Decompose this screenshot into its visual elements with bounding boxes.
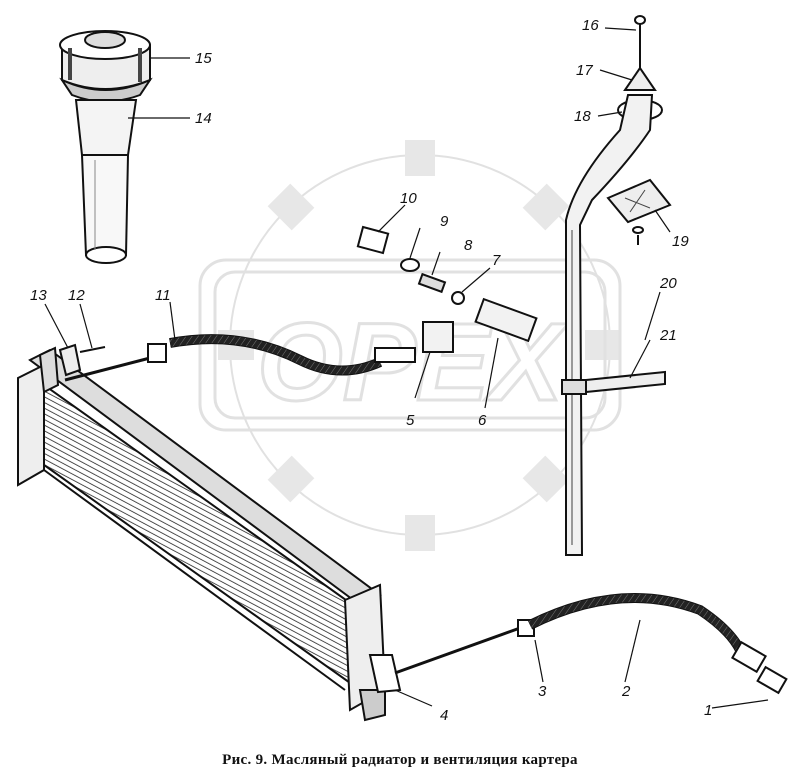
callout-5: 5 — [406, 412, 415, 429]
washer-part-9 — [400, 258, 420, 272]
callout-12: 12 — [68, 287, 85, 304]
bracket-part-21 — [585, 370, 666, 394]
breather-filter — [59, 30, 153, 264]
ball-part-7 — [451, 291, 465, 305]
callout-8: 8 — [464, 237, 473, 254]
callout-19: 19 — [672, 233, 689, 250]
gasket-plate-part-19 — [606, 178, 672, 224]
callout-3: 3 — [538, 683, 547, 700]
spring-part-8 — [417, 272, 447, 294]
callout-10: 10 — [400, 190, 417, 207]
valve-body-part-5 — [422, 321, 454, 353]
dipstick-tube-part-20 — [565, 94, 654, 556]
callout-15: 15 — [195, 50, 212, 67]
flexible-hose-part-2 — [528, 594, 744, 652]
callout-9: 9 — [440, 213, 449, 230]
filter-pipe-part-14 — [74, 99, 138, 156]
tube-clamp-part-21 — [561, 379, 587, 395]
dipstick-cap-part-17 — [623, 66, 657, 91]
callout-21: 21 — [659, 327, 677, 344]
lower-oil-line — [394, 593, 788, 695]
callout-16: 16 — [582, 17, 599, 34]
flexible-hose-part-11 — [169, 335, 382, 375]
oil-cooler-radiator — [17, 346, 402, 722]
callout-13: 13 — [30, 287, 47, 304]
plug-part-10 — [356, 225, 390, 255]
callout-20: 20 — [659, 275, 677, 292]
dipstick-assembly — [561, 15, 672, 556]
leader-lines — [44, 27, 769, 709]
callout-17: 17 — [576, 62, 593, 79]
callout-18: 18 — [574, 108, 591, 125]
callout-labels: 1 2 3 4 5 6 7 8 9 10 11 12 13 14 15 16 1… — [30, 17, 712, 724]
bracket-part-13 — [58, 343, 82, 377]
valve-assembly — [356, 225, 538, 353]
callout-4: 4 — [440, 707, 448, 724]
callout-7: 7 — [492, 252, 501, 269]
callout-14: 14 — [195, 110, 212, 127]
watermark-gear — [218, 140, 621, 551]
bolt-part-12 — [79, 346, 106, 353]
figure-caption: Рис. 9. Масляный радиатор и вентиляция к… — [222, 752, 578, 768]
end-fitting-part-1 — [756, 665, 788, 695]
callout-6: 6 — [478, 412, 487, 429]
tee-fitting-part-6 — [474, 297, 538, 343]
callout-11: 11 — [155, 287, 171, 304]
upper-oil-line — [58, 334, 416, 382]
callout-1: 1 — [704, 702, 712, 719]
steel-pipe-part-4 — [394, 626, 521, 675]
callout-2: 2 — [621, 683, 631, 700]
